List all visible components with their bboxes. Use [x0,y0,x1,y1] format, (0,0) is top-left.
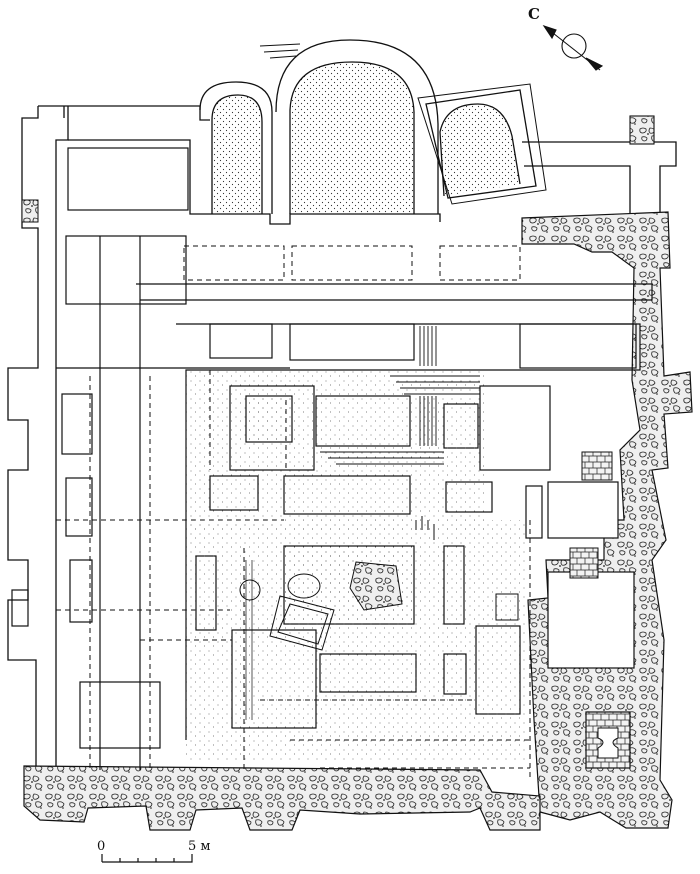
apse-group [199,39,547,214]
arrow-head [542,24,557,40]
north-arrow [542,24,604,71]
tilted-tomb [269,595,335,651]
east-chamber-niche [597,727,619,759]
east-chamber-upper [547,481,619,539]
compass-circle [561,33,587,59]
north-east-wall [522,141,677,215]
scale-end-label: 5 м [188,839,211,854]
small-niche [495,593,519,621]
well-circle [239,579,261,601]
north-label: С [528,5,540,23]
west-wall-buttress [11,589,29,627]
apse-central [275,39,439,214]
step-hatching [245,326,480,720]
east-chamber-lower [547,571,635,669]
south-stone-wall [23,765,541,831]
east-block [569,547,599,579]
apse-south [199,81,273,214]
west-wall-stone-patch [21,199,39,223]
scale-start-label: 0 [97,839,106,854]
interior-features [239,451,613,651]
basin-feature [287,573,321,599]
apse-north [425,89,537,199]
stone-slab [349,561,403,611]
scale-bar [101,854,193,863]
north-east-pier [629,115,655,145]
